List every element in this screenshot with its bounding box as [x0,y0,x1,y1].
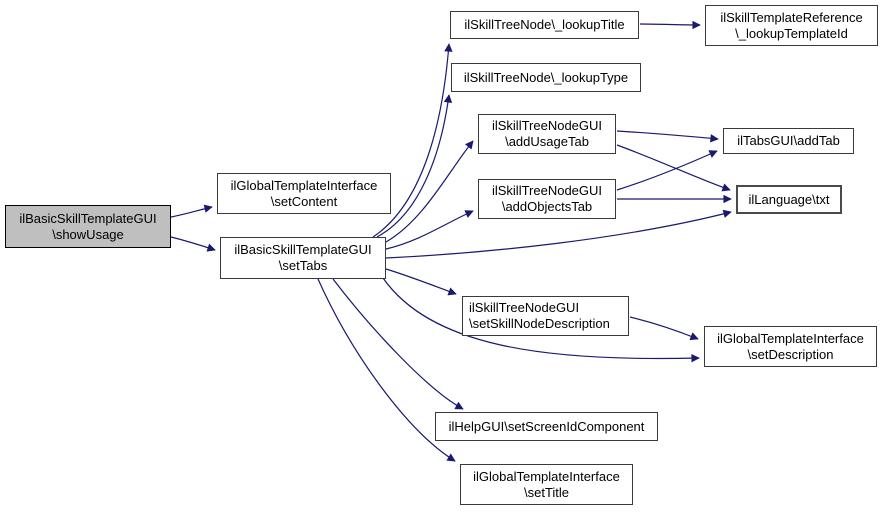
node-setcontent-class: ilGlobalTemplateInterface [230,177,378,193]
node-showusage-class: ilBasicSkillTemplateGUI [19,210,157,226]
edge-setskillnodedescription-setdescription [629,316,699,341]
edge-settabs-lookuptype [376,94,453,238]
edge-settabs-setscreenidcomponent [332,278,464,410]
node-lookuptype[interactable]: ilSkillTreeNode\_lookupType [451,63,641,92]
node-setscreenidcomponent-label: ilHelpGUI\setScreenIdComponent [448,418,645,434]
node-txt[interactable]: ilLanguage\txt [736,185,842,214]
node-settitle-class: ilGlobalTemplateInterface [473,468,620,484]
node-addobjectstab-class: ilSkillTreeNodeGUI [491,183,603,198]
edge-lookuptitle-lookuptemplateid [639,20,701,30]
node-lookuptype-label: ilSkillTreeNode\_lookupType [463,69,629,85]
edge-addusagetab-txt [616,144,731,192]
node-lookuptemplateid-class: ilSkillTemplateReference [720,9,863,25]
node-setcontent[interactable]: ilGlobalTemplateInterface \setContent [217,173,391,214]
node-addobjectstab[interactable]: ilSkillTreeNodeGUI \addObjectsTab [478,179,616,219]
node-txt-label: ilLanguage\txt [748,191,830,207]
edge-showusage-setcontent [170,204,213,218]
node-showusage-method: \showUsage [52,226,124,242]
edge-settabs-addobjectstab [385,210,474,250]
node-settitle[interactable]: ilGlobalTemplateInterface \setTitle [460,464,633,505]
node-settabs-method: \setTabs [278,258,328,273]
edge-settabs-setskillnodedescription [385,268,457,296]
node-addtab[interactable]: ilTabsGUI\addTab [723,128,854,154]
edge-addusagetab-addtab [616,130,719,143]
node-settabs[interactable]: ilBasicSkillTemplateGUI \setTabs [220,237,386,279]
node-lookuptemplateid-method: \_lookupTemplateId [735,25,848,41]
node-showusage: ilBasicSkillTemplateGUI \showUsage [5,205,171,248]
node-addtab-label: ilTabsGUI\addTab [737,133,840,148]
node-addusagetab-method: \addUsageTab [505,134,589,149]
node-addusagetab-class: ilSkillTreeNodeGUI [491,118,603,133]
node-setskillnodedescription-method: \setSkillNodeDescription [469,316,610,331]
node-setdescription-class: ilGlobalTemplateInterface [717,330,864,346]
edge-showusage-settabs [170,236,216,252]
node-lookuptitle[interactable]: ilSkillTreeNode\_lookupTitle [450,11,639,39]
node-addobjectstab-method: \addObjectsTab [501,199,593,214]
node-settabs-class: ilBasicSkillTemplateGUI [234,242,372,257]
node-setcontent-method: \setContent [270,193,338,209]
node-addusagetab[interactable]: ilSkillTreeNodeGUI \addUsageTab [478,114,616,154]
node-setdescription[interactable]: ilGlobalTemplateInterface \setDescriptio… [704,326,877,367]
edge-settabs-addusagetab [385,140,474,243]
node-setdescription-method: \setDescription [747,346,834,362]
node-lookuptitle-label: ilSkillTreeNode\_lookupTitle [464,17,625,32]
edge-addobjectstab-addtab [616,150,718,191]
node-settitle-method: \setTitle [523,484,570,500]
node-lookuptemplateid[interactable]: ilSkillTemplateReference \_lookupTemplat… [705,5,878,46]
node-setscreenidcomponent[interactable]: ilHelpGUI\setScreenIdComponent [435,412,658,441]
node-setskillnodedescription[interactable]: ilSkillTreeNodeGUI \setSkillNodeDescript… [462,296,629,336]
node-setskillnodedescription-class: ilSkillTreeNodeGUI [469,300,580,315]
